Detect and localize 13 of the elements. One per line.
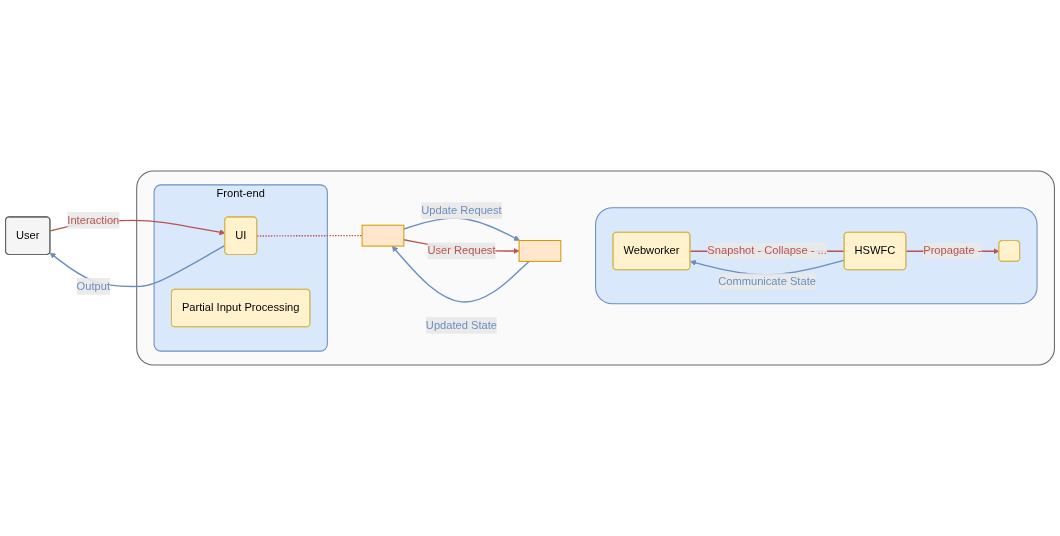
edge-label: Snapshot - Collapse - ... xyxy=(707,244,827,257)
edge-label: Updated State xyxy=(425,319,498,331)
edge-label: Output xyxy=(76,280,111,292)
cluster xyxy=(136,170,1055,366)
cluster xyxy=(595,207,1038,305)
edge-label: Propagate - xyxy=(923,244,982,257)
arrow xyxy=(391,245,530,303)
edge-label: Communicate State xyxy=(718,275,816,288)
node-bar xyxy=(361,224,405,247)
edge-label: Interaction xyxy=(67,214,120,226)
node-bar xyxy=(518,240,562,262)
edge-label: Update Request xyxy=(421,204,502,217)
edge-label: User Request xyxy=(427,244,496,257)
